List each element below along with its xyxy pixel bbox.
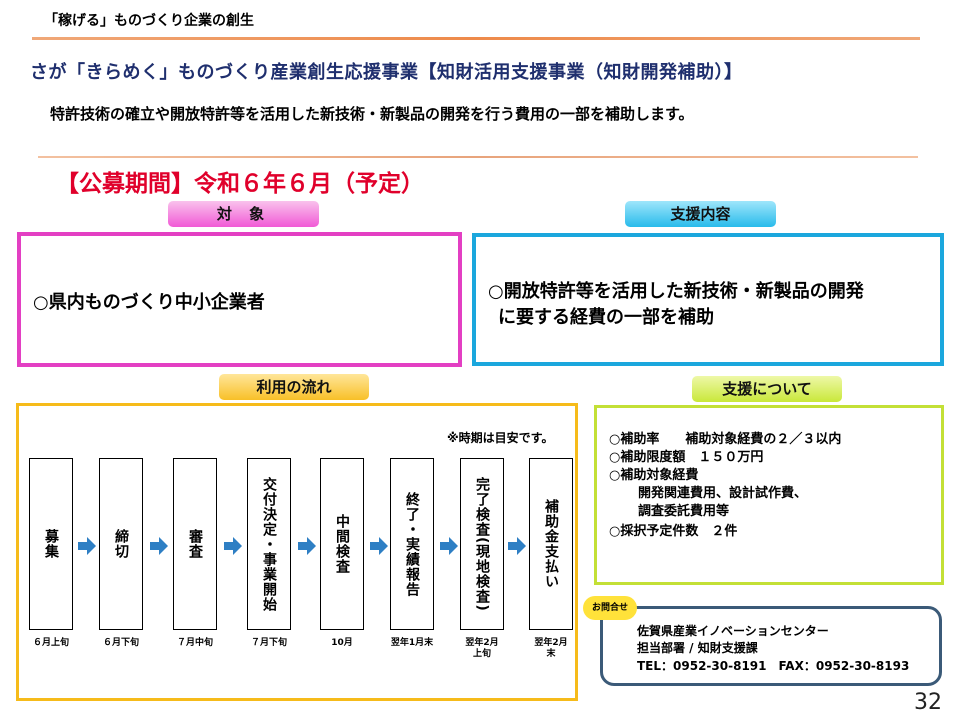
flow-step-timing: 10月 (331, 638, 353, 648)
section-divider (38, 156, 918, 158)
flow-step-label: 終了・実績報告 (404, 491, 420, 597)
page-number: 32 (914, 690, 942, 715)
flow-step-label: 交付決定・事業開始 (261, 476, 277, 612)
flow-step-timing: ７月下旬 (250, 638, 287, 648)
arrow-right-icon (298, 537, 316, 555)
flow-label: 利用の流れ (219, 374, 369, 400)
target-label: 対 象 (168, 201, 319, 227)
about-label: 支援について (692, 376, 842, 402)
flow-step: 募集 (29, 458, 73, 630)
flow-step-label: 完了検査(現地検査) (474, 476, 490, 612)
page-subtitle: 特許技術の確立や開放特許等を活用した新技術・新製品の開発を行う費用の一部を補助し… (50, 105, 694, 123)
arrow-right-icon (508, 537, 526, 555)
contact-badge: お問合せ (583, 596, 637, 620)
about-line: 開発関連費用、設計試作費、 (625, 486, 808, 501)
header-divider (32, 37, 920, 40)
flow-step: 締切 (99, 458, 143, 630)
flow-step-timing: ６月下旬 (102, 638, 139, 648)
flow-step-label: 締切 (113, 529, 129, 559)
flow-step: 審査 (173, 458, 217, 630)
flow-step-timing: 翌年1月末 (390, 638, 434, 648)
flow-step: 終了・実績報告 (390, 458, 434, 630)
flow-note: ※時期は目安です。 (447, 431, 554, 445)
support-text-line1: ○開放特許等を活用した新技術・新製品の開発 (488, 281, 864, 302)
flow-step-timing: 翌年2月末 (534, 638, 568, 659)
about-line: 調査委託費用等 (625, 504, 730, 519)
flow-step-label: 募集 (43, 529, 59, 559)
flow-box: ※時期は目安です。 募集 締切 審査 交付決定・事業開始 中間検査 終了・実績報… (16, 403, 578, 701)
arrow-right-icon (370, 537, 388, 555)
arrow-right-icon (224, 537, 242, 555)
support-label: 支援内容 (625, 201, 776, 227)
flow-step: 中間検査 (320, 458, 364, 630)
flow-step-label: 審査 (187, 529, 203, 559)
arrow-right-icon (150, 537, 168, 555)
contact-phone: TEL：0952-30-8191 FAX：0952-30-8193 (637, 659, 910, 673)
contact-dept: 担当部署 / 知財支援課 (637, 641, 758, 655)
about-box: ○補助率 補助対象経費の２／３以内 ○補助限度額 １５０万円 ○補助対象経費 開… (594, 405, 944, 585)
target-box: ○県内ものづくり中小企業者 (17, 232, 462, 367)
flow-step: 補助金支払い (529, 458, 573, 630)
target-text: ○県内ものづくり中小企業者 (33, 292, 265, 313)
flow-step: 交付決定・事業開始 (247, 458, 291, 630)
page-title: さが「きらめく」ものづくり産業創生応援事業【知財活用支援事業（知財開発補助）】 (30, 62, 743, 83)
flow-step-timing: 翌年2月上旬 (465, 638, 499, 659)
flow-step-label: 補助金支払い (543, 499, 559, 589)
contact-org: 佐賀県産業イノベーションセンター (637, 624, 829, 638)
about-line: ○採択予定件数 ２件 (609, 524, 738, 539)
flow-step-label: 中間検査 (334, 514, 350, 574)
flow-step: 完了検査(現地検査) (460, 458, 504, 630)
application-period: 【公募期間】令和６年６月（予定） (56, 171, 424, 197)
about-line: ○補助率 補助対象経費の２／３以内 (609, 432, 842, 447)
about-line: ○補助限度額 １５０万円 (609, 450, 764, 465)
header-tag: 「稼げる」ものづくり企業の創生 (44, 13, 254, 29)
support-box: ○開放特許等を活用した新技術・新製品の開発 に要する経費の一部を補助 (472, 233, 944, 366)
arrow-right-icon (78, 537, 96, 555)
flow-step-timing: ７月中旬 (176, 638, 213, 648)
about-line: ○補助対象経費 (609, 468, 699, 483)
support-text-line2: に要する経費の一部を補助 (498, 307, 714, 328)
contact-box: 佐賀県産業イノベーションセンター 担当部署 / 知財支援課 TEL：0952-3… (600, 606, 942, 686)
arrow-right-icon (440, 537, 458, 555)
flow-step-timing: ６月上旬 (32, 638, 69, 648)
